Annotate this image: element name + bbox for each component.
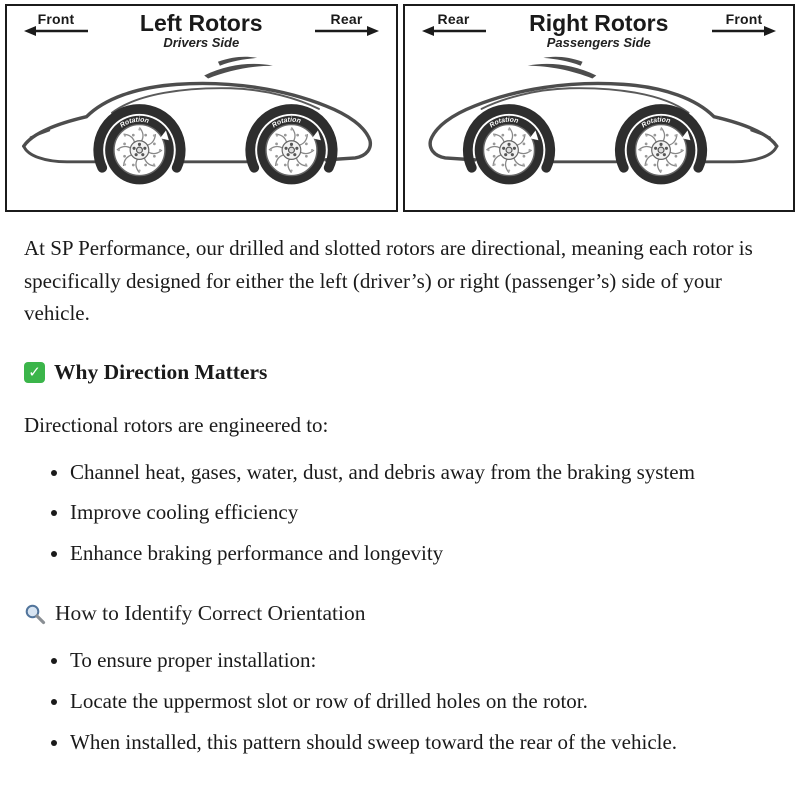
- front-label: Front: [37, 11, 75, 27]
- diagram-panel-left: Front Left Rotors Drivers Side Rear: [5, 4, 398, 212]
- arrow-left-icon: [421, 26, 486, 36]
- arrow-right-icon: [712, 26, 776, 36]
- orientation-list: To ensure proper installation: Locate th…: [24, 644, 744, 758]
- panel-left-titles: Left Rotors Drivers Side: [95, 11, 308, 50]
- rear-label: Rear: [330, 11, 363, 27]
- intro-paragraph: At SP Performance, our drilled and slott…: [24, 236, 753, 326]
- list-item: To ensure proper installation:: [70, 644, 744, 677]
- panel-right-header: Rear Right Rotors Passengers Side Front: [405, 6, 794, 50]
- section-heading-why-direction-matters: ✓ Why Direction Matters: [24, 356, 770, 389]
- rear-label: Rear: [437, 11, 470, 27]
- article-body: At SP Performance, our drilled and slott…: [0, 212, 800, 758]
- section-heading-text: How to Identify Correct Orientation: [55, 601, 366, 626]
- rear-direction-left-panel: Rear: [308, 11, 386, 36]
- diagram-panel-right: Rear Right Rotors Passengers Side Front: [402, 4, 795, 212]
- panel-right-titles: Right Rotors Passengers Side: [493, 11, 706, 50]
- list-item: Enhance braking performance and longevit…: [70, 537, 744, 570]
- panel-title: Right Rotors: [529, 10, 669, 36]
- list-item: Locate the uppermost slot or row of dril…: [70, 685, 744, 718]
- rotor-direction-diagram: Front Left Rotors Drivers Side Rear Rear: [0, 0, 800, 212]
- front-direction-left-panel: Front: [17, 11, 95, 36]
- left-car-illustration: [7, 52, 396, 186]
- rear-rotor: [256, 115, 327, 186]
- panel-left-header: Front Left Rotors Drivers Side Rear: [7, 6, 396, 50]
- list-item: Improve cooling efficiency: [70, 496, 744, 529]
- rear-rotor: [473, 115, 544, 186]
- right-car-illustration: [405, 52, 794, 186]
- front-rotor: [104, 115, 175, 186]
- front-label: Front: [725, 11, 763, 27]
- arrow-right-icon: [314, 26, 379, 36]
- panel-title: Left Rotors: [139, 10, 263, 36]
- magnifier-icon: [25, 604, 46, 624]
- front-rotor: [625, 115, 696, 186]
- list-item: Channel heat, gases, water, dust, and de…: [70, 456, 744, 489]
- list-item: When installed, this pattern should swee…: [70, 726, 744, 759]
- front-direction-right-panel: Front: [705, 11, 783, 36]
- section-lead: Directional rotors are engineered to:: [24, 412, 329, 437]
- section-heading-identify-orientation: How to Identify Correct Orientation: [24, 597, 770, 630]
- arrow-left-icon: [24, 26, 88, 36]
- benefits-list: Channel heat, gases, water, dust, and de…: [24, 456, 744, 570]
- section-heading-text: Why Direction Matters: [54, 359, 268, 384]
- panel-subtitle: Drivers Side: [163, 35, 240, 51]
- panel-subtitle: Passengers Side: [546, 35, 651, 51]
- check-icon: ✓: [24, 361, 45, 383]
- rear-direction-right-panel: Rear: [415, 11, 493, 36]
